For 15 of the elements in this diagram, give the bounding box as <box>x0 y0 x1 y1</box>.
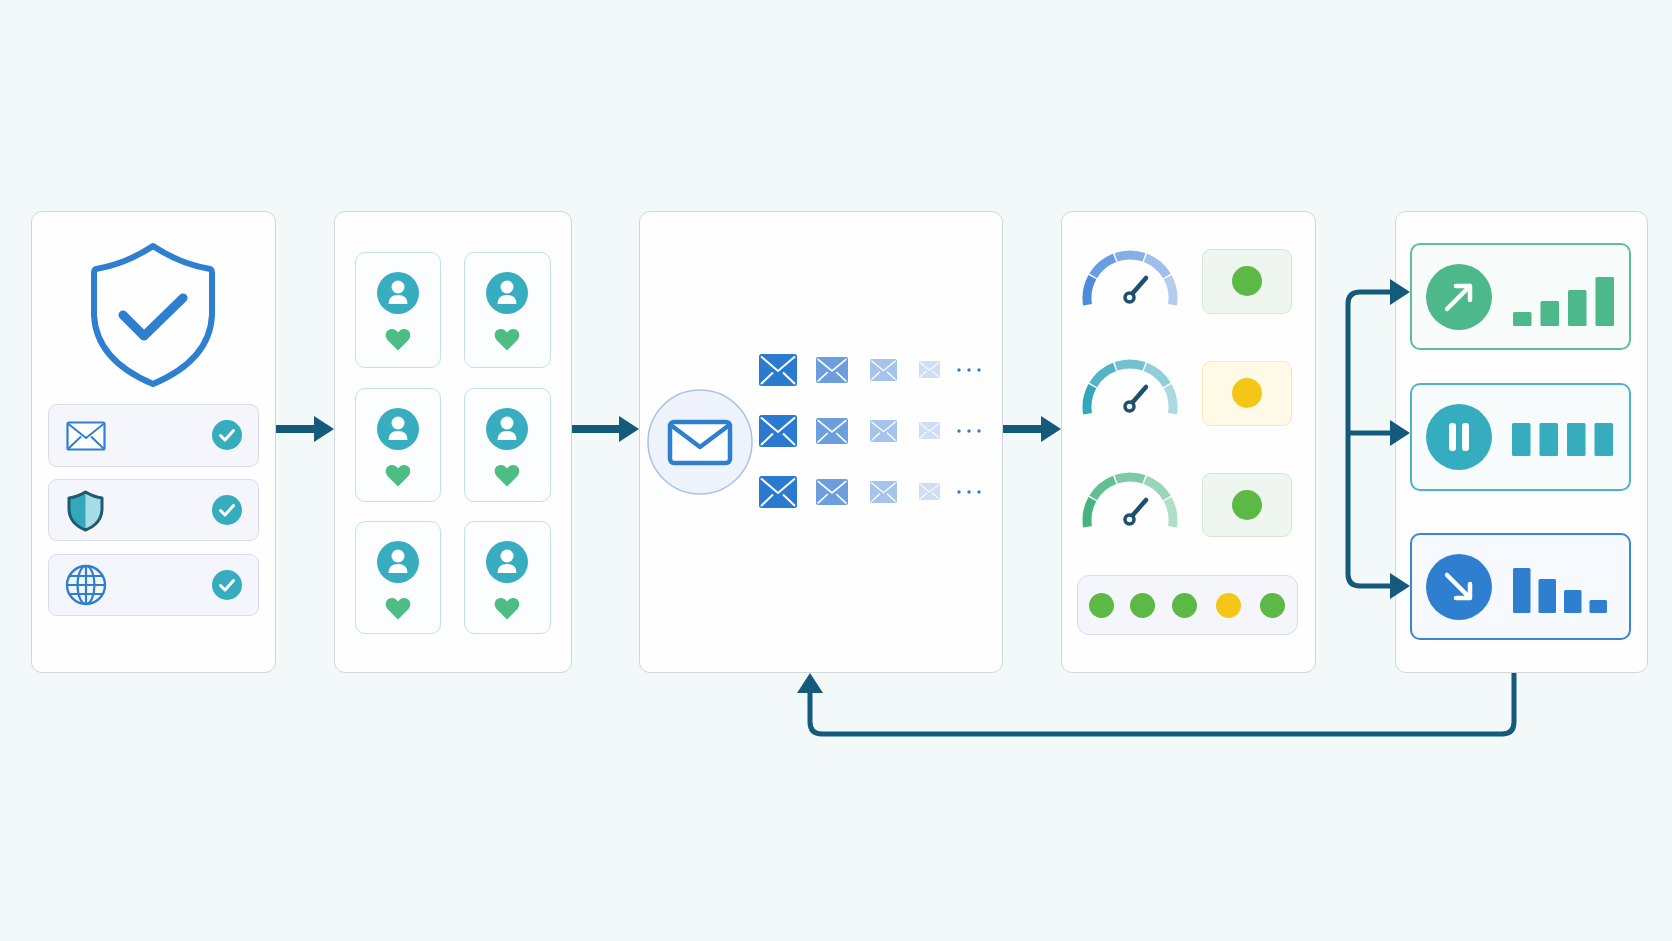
trend-card <box>1409 532 1631 640</box>
arrow <box>1345 279 1410 433</box>
trend-card <box>1409 382 1631 491</box>
trend-card <box>1409 242 1631 350</box>
panel <box>1061 211 1316 673</box>
panel <box>334 211 572 673</box>
arrow <box>797 673 1517 737</box>
arrow <box>1345 433 1410 599</box>
panel <box>31 211 276 673</box>
arrow <box>276 416 334 442</box>
panel <box>1395 211 1648 673</box>
arrow <box>572 416 639 442</box>
panel <box>639 211 1003 673</box>
arrow <box>1348 420 1410 446</box>
arrow <box>1003 416 1061 442</box>
